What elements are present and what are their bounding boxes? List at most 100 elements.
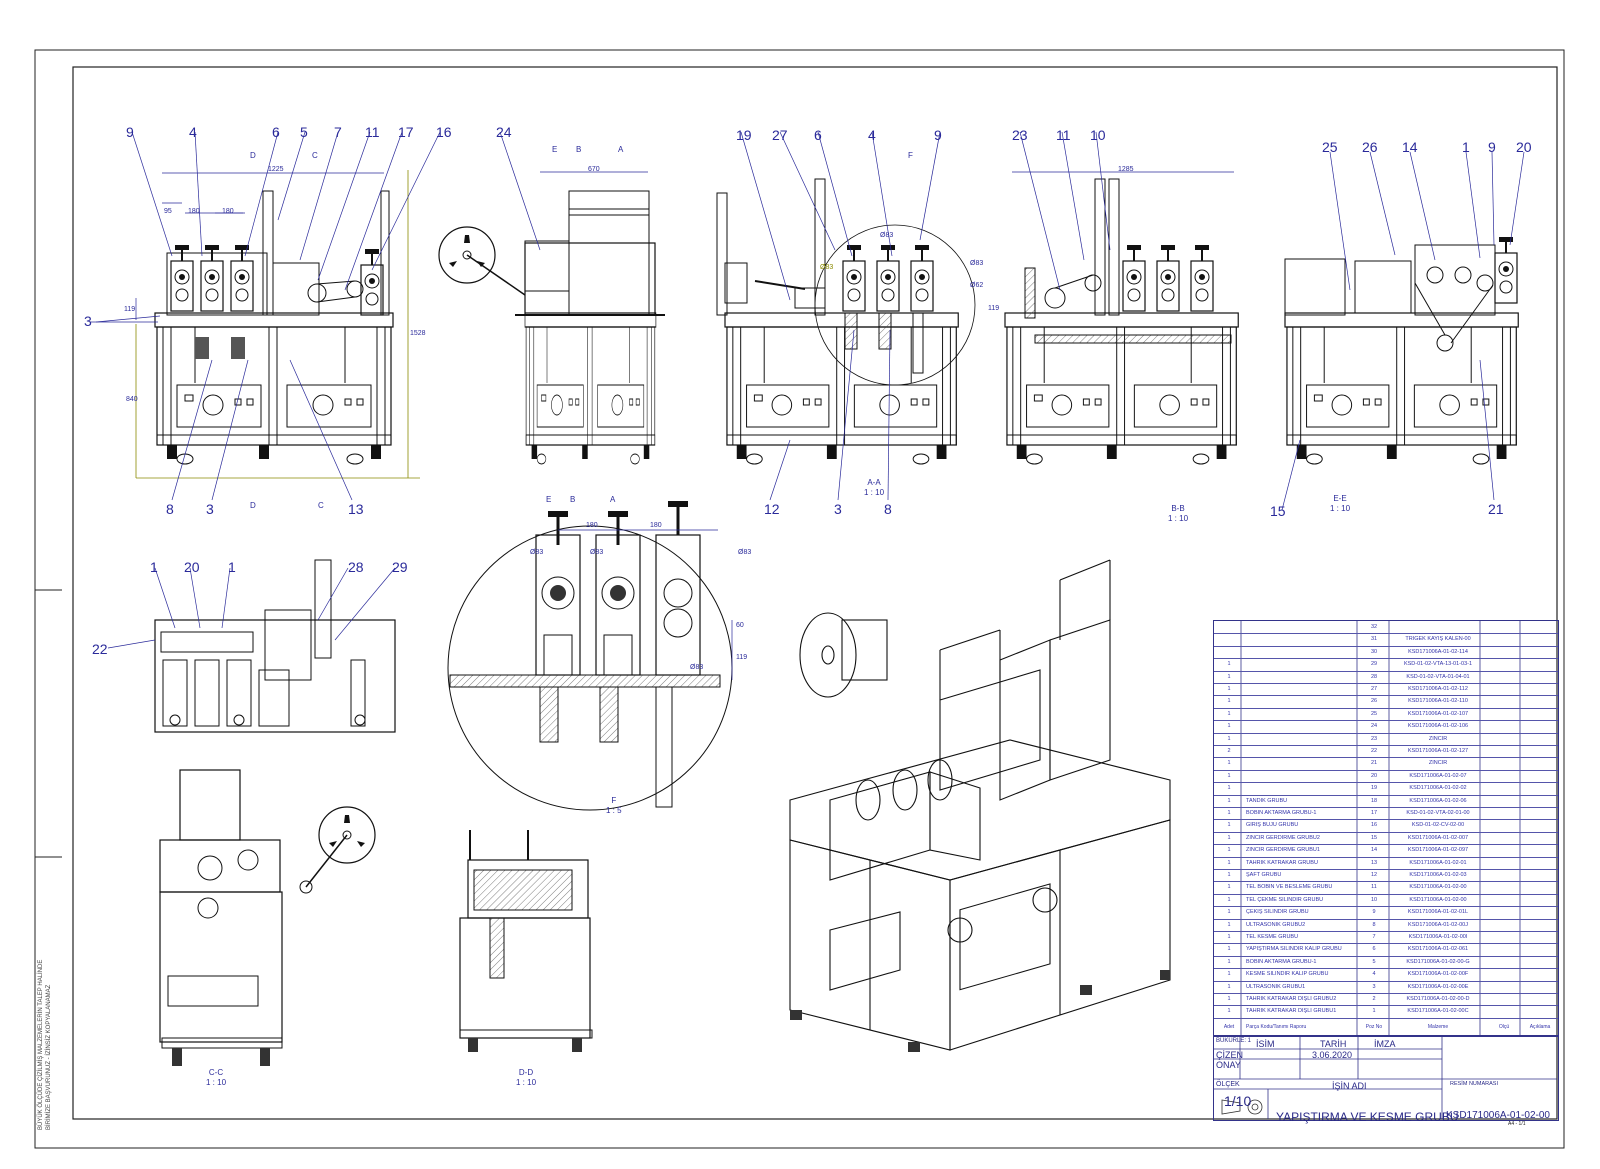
bom-cell-code: KSD171006A-01-02-03 <box>1409 872 1467 878</box>
balloon: 8 <box>884 501 892 517</box>
bom-cell-code: KSD171006A-01-02-097 <box>1407 847 1469 854</box>
bom-cell-qty: 2 <box>1227 748 1231 754</box>
bom-cell-code: KSD171006A-01-02-00I <box>1408 934 1468 940</box>
bom-cell-qty: 1 <box>1227 673 1231 680</box>
section-mark: C <box>312 151 318 160</box>
balloon: 3 <box>84 313 92 329</box>
bom-cell-code: KSD171006A-01-02-00C <box>1407 1008 1469 1015</box>
balloon: 24 <box>496 124 512 140</box>
section-mark: A <box>610 495 616 504</box>
bom-cell-qty: 1 <box>1227 760 1231 767</box>
dimension: 119 <box>988 305 1000 312</box>
bom-cell-name: KESME SİLİNDİR KALIP GRUBU <box>1246 971 1329 978</box>
title-is-adi-label: İŞİN ADI <box>1332 1081 1367 1091</box>
dimension: 119 <box>124 306 136 313</box>
bom-cell-no: 19 <box>1370 785 1378 792</box>
dimension: 180 <box>586 522 598 529</box>
bom-cell-code: KSD171006A-01-02-00-G <box>1406 958 1470 965</box>
bom-cell-name: ULTRASONİK GRUBU2 <box>1246 921 1306 928</box>
bom-cell-no: 28 <box>1370 673 1378 680</box>
bom-cell-no: 3 <box>1372 983 1376 990</box>
balloon: 14 <box>1402 139 1418 155</box>
dimension: Ø83 <box>820 264 834 271</box>
balloon: 27 <box>772 127 788 143</box>
dimension: 95 <box>164 208 172 215</box>
bom-cell-code: KSD171006A-01-02-107 <box>1407 710 1469 717</box>
balloon: 10 <box>1090 127 1106 143</box>
bom-cell-no: 2 <box>1372 996 1376 1002</box>
bom-cell-name: TEL KESME GRUBU <box>1246 934 1299 940</box>
bom-cell-name: YAPIŞTIRMA SİLİNDİR KALIP GRUBU <box>1246 946 1342 953</box>
balloon: 1 <box>1462 139 1470 155</box>
bom-cell-no: 12 <box>1370 872 1378 878</box>
bom-cell-qty: 1 <box>1227 698 1231 705</box>
bom-cell-no: 4 <box>1372 971 1376 978</box>
balloon: 11 <box>365 124 380 140</box>
bom-cell-no: 32 <box>1370 624 1378 630</box>
bom-cell-no: 9 <box>1372 909 1376 916</box>
bom-cell-qty: 1 <box>1227 921 1231 928</box>
dimension: Ø83 <box>590 549 604 556</box>
bom-cell-no: 8 <box>1372 921 1376 928</box>
dimension: Ø62 <box>970 282 984 289</box>
bom-cell-qty: 1 <box>1227 946 1231 953</box>
bom-cell-qty: 1 <box>1227 772 1231 779</box>
bom-cell-qty: 1 <box>1227 847 1231 854</box>
bom-cell-qty: 1 <box>1227 822 1231 829</box>
bom-cell-no: 16 <box>1370 822 1378 829</box>
bom-cell-qty: 1 <box>1227 934 1231 940</box>
section-mark: E <box>546 495 552 504</box>
bom-cell-qty: 1 <box>1227 896 1231 903</box>
title-onay: ONAY <box>1216 1060 1241 1070</box>
bom-cell-name: GİRİŞ BUJU GRUBU <box>1246 822 1299 829</box>
bom-cell-name: BOBİN AKTARMA GRUBU-1 <box>1246 958 1317 965</box>
bom-cell-no: 11 <box>1371 884 1377 891</box>
title-col-imza: İMZA <box>1374 1039 1396 1049</box>
title-col-tarih: TARİH <box>1320 1039 1347 1049</box>
bom-cell-qty: 1 <box>1227 884 1231 891</box>
section-mark: C <box>318 501 324 510</box>
bom-cell-no: 17 <box>1370 810 1378 816</box>
balloon: 20 <box>1516 139 1532 155</box>
bom-cell-qty: 1 <box>1227 872 1231 878</box>
bom-cell-no: 23 <box>1370 735 1378 742</box>
balloon: 19 <box>736 127 752 143</box>
bom-cell-name: ZİNCİR GERDİRME GRUBU2 <box>1246 834 1320 841</box>
bom-cell-qty: 1 <box>1227 1008 1231 1015</box>
bom-cell-code: KSD171006A-01-02-106 <box>1407 723 1469 730</box>
bom-cell-name: TAHRİK KATRAKAR DİŞLİ GRUBU2 <box>1246 996 1337 1002</box>
bom-cell-name: BOBİN AKTARMA GRUBU-1 <box>1246 810 1317 816</box>
bom-cell-qty: 1 <box>1227 996 1231 1002</box>
bom-cell-qty: 1 <box>1227 810 1231 816</box>
section-mark: B <box>570 495 576 504</box>
bom-cell-no: 26 <box>1370 698 1378 705</box>
balloon: 15 <box>1270 503 1286 519</box>
bom-cell-no: 30 <box>1370 648 1378 655</box>
section-mark: D <box>250 501 256 510</box>
bom-cell-qty: 1 <box>1227 785 1231 792</box>
dimension: 180 <box>188 208 200 215</box>
dimension: Ø83 <box>738 549 752 556</box>
dimension: 60 <box>736 622 744 629</box>
section-mark: E <box>552 145 558 154</box>
balloon: 13 <box>348 501 364 517</box>
bom-cell-name: TANDİK GRUBU <box>1246 797 1288 804</box>
